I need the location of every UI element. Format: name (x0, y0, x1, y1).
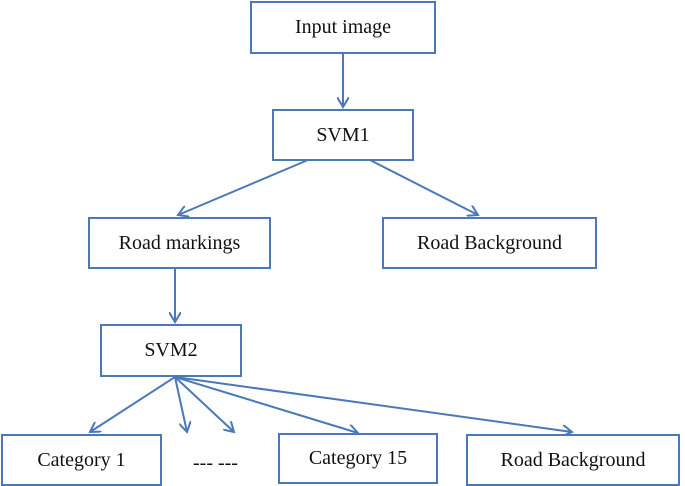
node-category-1-label: Category 1 (37, 448, 126, 471)
node-input-image: Input image (250, 1, 436, 54)
arrow-svm2-to-category-1 (90, 376, 176, 432)
arrow-svm2-to-ellipsis-a (174, 376, 187, 432)
arrow-svm1-to-road-markings (178, 159, 309, 215)
node-svm1: SVM1 (272, 109, 414, 161)
arrow-svm2-to-road-background-bottom (174, 376, 572, 432)
arrow-svm2-to-category-15 (174, 376, 358, 433)
node-category-15-label: Category 15 (308, 447, 408, 469)
node-svm2-label: SVM2 (144, 339, 198, 361)
node-road-background-bottom: Road Background (466, 434, 680, 486)
node-category-1: Category 1 (1, 434, 162, 486)
node-category-15: Category 15 (278, 433, 438, 484)
categories-ellipsis-label: --- --- (193, 452, 238, 474)
node-svm1-label: SVM1 (316, 123, 370, 146)
node-svm2: SVM2 (100, 324, 242, 377)
categories-ellipsis: --- --- (193, 452, 238, 475)
node-road-markings-label: Road markings (118, 231, 241, 254)
node-road-background-bottom-label: Road Background (500, 448, 646, 471)
node-input-image-label: Input image (294, 16, 392, 38)
node-road-background-top: Road Background (382, 217, 597, 269)
arrow-svm1-to-road-background (369, 159, 478, 215)
arrow-svm2-to-ellipsis-b (174, 376, 234, 432)
node-road-background-top-label: Road Background (417, 231, 562, 254)
node-road-markings: Road markings (88, 217, 271, 269)
